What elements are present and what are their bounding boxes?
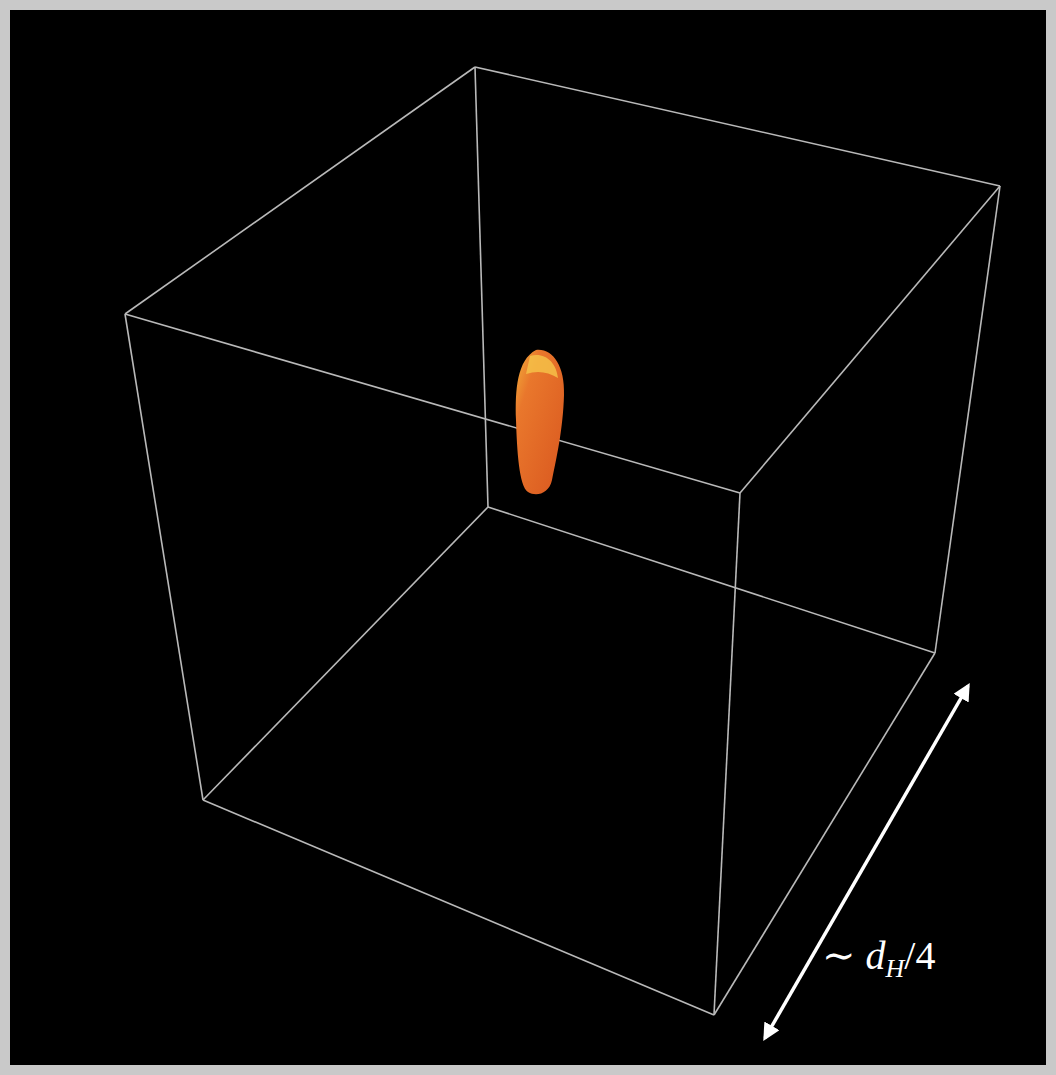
collapsing-region bbox=[516, 350, 564, 494]
dimension-text: H bbox=[886, 954, 905, 983]
slide-background bbox=[10, 10, 1046, 1065]
dimension-label: ∼ dH/4 bbox=[822, 932, 935, 979]
dimension-text: /4 bbox=[904, 933, 935, 978]
dimension-text: ∼ d bbox=[822, 933, 886, 978]
dimension-arrow bbox=[765, 686, 968, 1038]
cube-wireframe bbox=[125, 67, 1000, 1015]
